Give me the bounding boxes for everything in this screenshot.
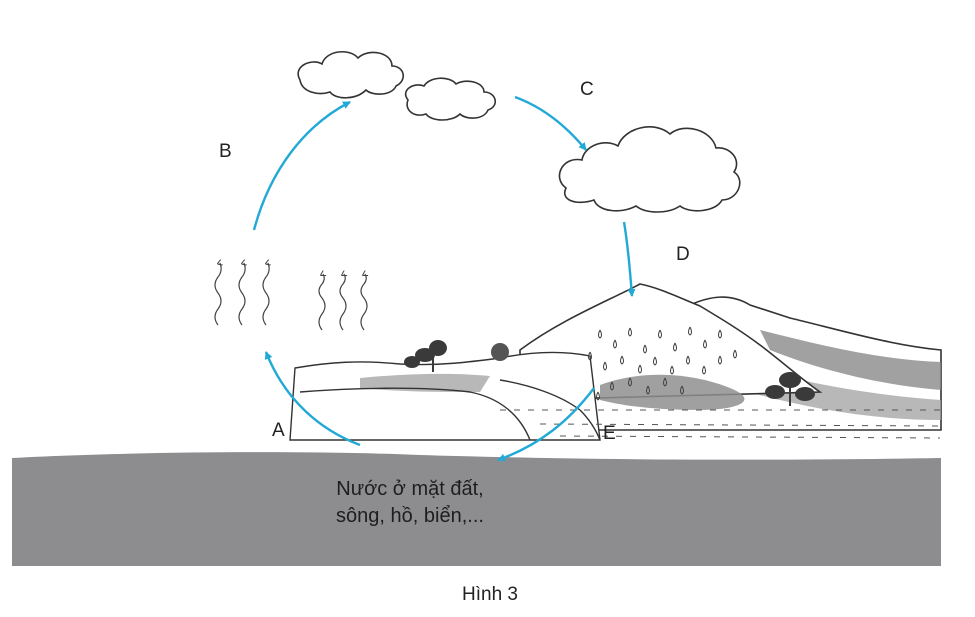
trees-left [404,340,509,372]
arrow-d [622,221,636,297]
main-mountain [519,283,823,401]
arrow-b [252,100,351,231]
evaporation-lines-right [318,274,367,331]
left-hills [289,351,601,441]
water-body-label: Nước ở mặt đất, sông, hồ, biển,... [290,476,530,530]
field-rows [500,409,941,439]
label-d: D [676,244,690,265]
trees-right [765,372,815,406]
rain-drops [588,326,737,401]
label-b: B [219,141,232,162]
figure-caption: Hình 3 [462,584,518,605]
mountain-shade-right [760,330,941,390]
cloud-small-left [297,51,404,99]
plain-shade [360,373,490,392]
mountain-shading [600,374,745,410]
arrow-a [264,351,361,447]
label-a: A [272,420,285,441]
water-label-line2: sông, hồ, biển,... [336,505,484,527]
river-bank-2 [499,379,601,441]
arrow-c [514,95,587,151]
cycle-arrows [252,95,636,462]
cloud-large [558,126,741,213]
river-bank-1 [299,387,531,441]
label-e: E [603,423,616,444]
water-label-line1: Nước ở mặt đất, [336,478,484,500]
cloud-small-right [404,77,496,121]
label-c: C [580,79,594,100]
arrow-e [497,387,595,462]
water-body [12,452,941,566]
evaporation-lines-left [214,263,269,326]
